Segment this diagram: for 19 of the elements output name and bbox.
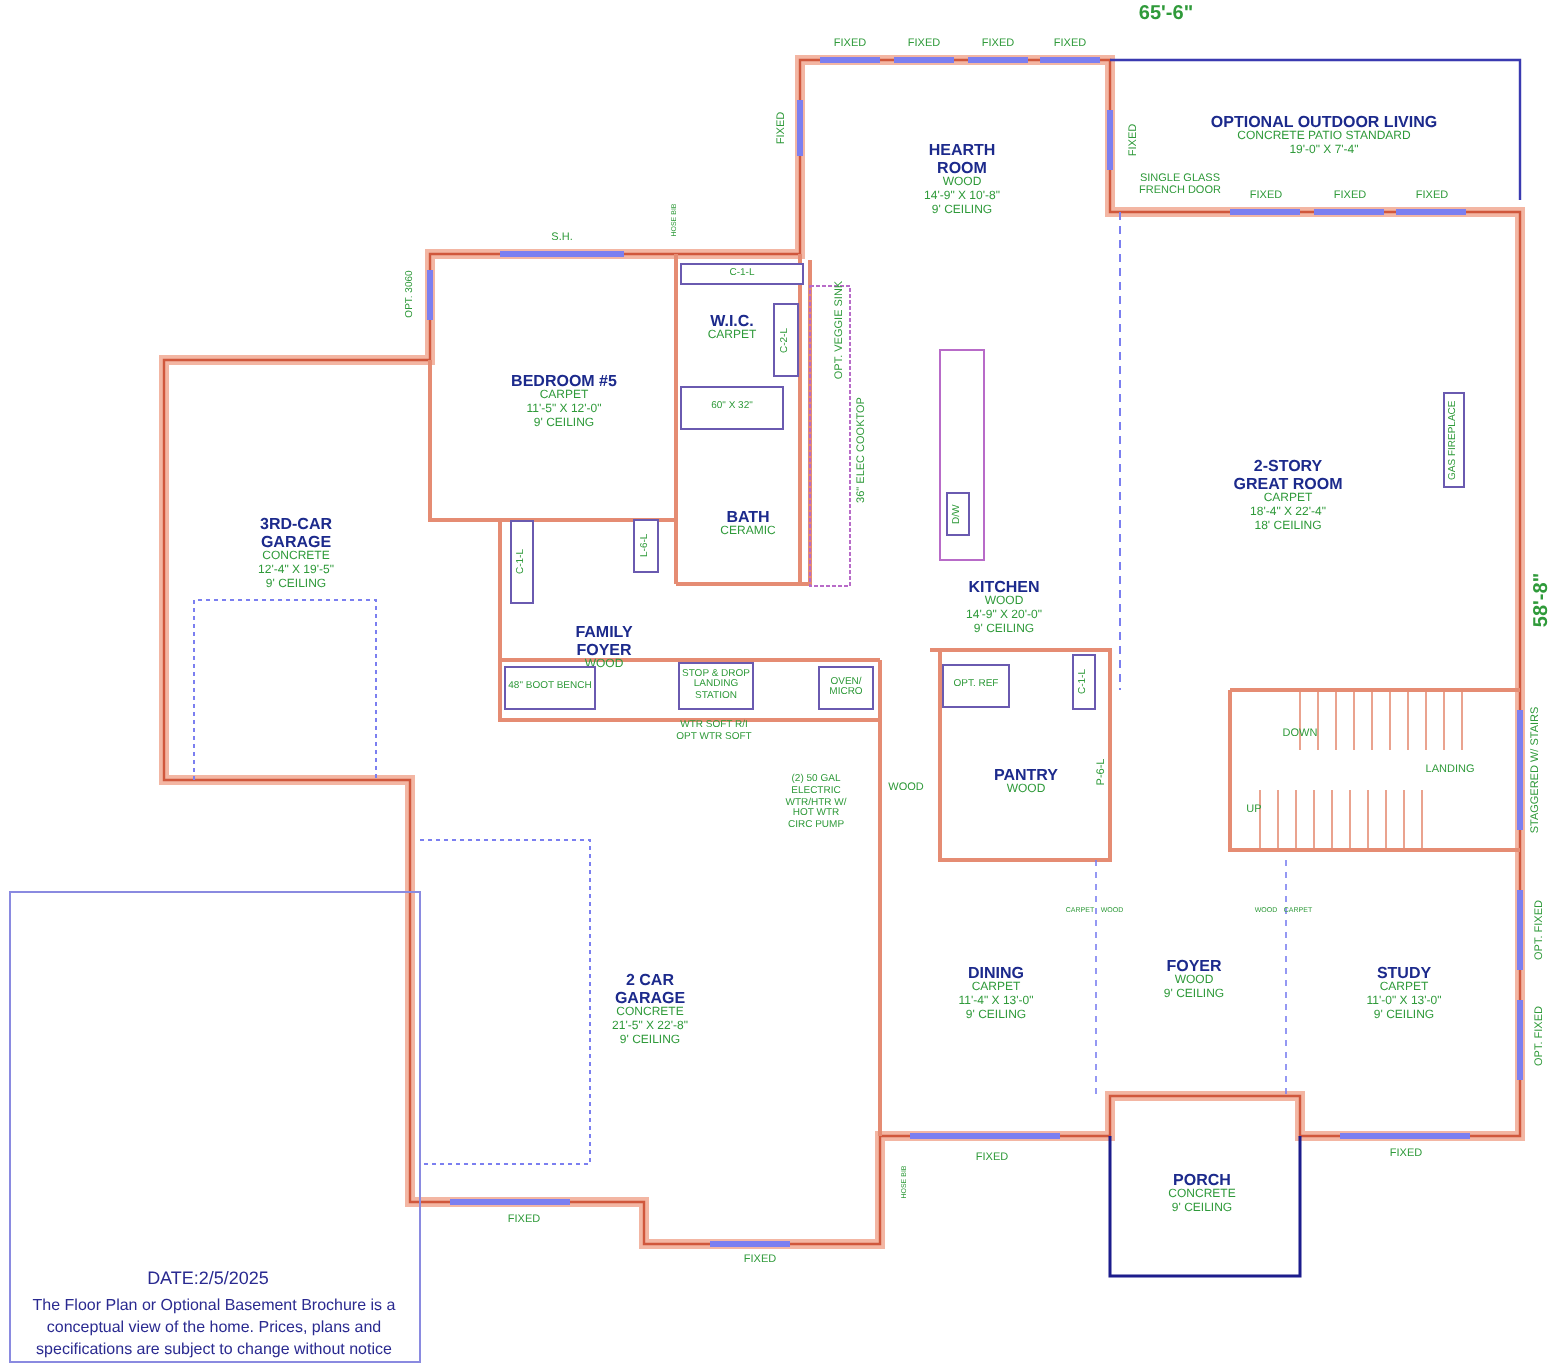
room-name: FOYER xyxy=(1164,957,1224,976)
room-name: HEARTH ROOM xyxy=(926,140,998,178)
room-name: BEDROOM #5 xyxy=(509,372,619,391)
room-name: 2-STORY GREAT ROOM xyxy=(1231,456,1345,494)
room-name: 2 CAR GARAGE xyxy=(612,970,688,1008)
room-name: OPTIONAL OUTDOOR LIVING xyxy=(1208,113,1440,132)
room-name: 3RD-CAR GARAGE xyxy=(258,514,334,552)
date-text: DATE:2/5/2025 xyxy=(147,1265,269,1291)
dimension-text: 58'-8" xyxy=(1530,572,1554,628)
room-name: W.I.C. xyxy=(710,311,754,330)
dimension-text: 65'-6" xyxy=(1138,2,1194,26)
disclaimer-text: The Floor Plan or Optional Basement Brochure is a conceptual view of the home. Prices, plans and specifications are subject to change without notice xyxy=(30,1295,398,1361)
room-name: FAMILY FOYER xyxy=(573,622,635,660)
room-name: PANTRY xyxy=(992,765,1060,784)
room-name: KITCHEN xyxy=(966,578,1042,597)
room-name: STUDY xyxy=(1374,964,1434,983)
room-name: BATH xyxy=(726,507,770,526)
room-name: PORCH xyxy=(1173,1171,1231,1190)
room-name: DINING xyxy=(966,964,1026,983)
